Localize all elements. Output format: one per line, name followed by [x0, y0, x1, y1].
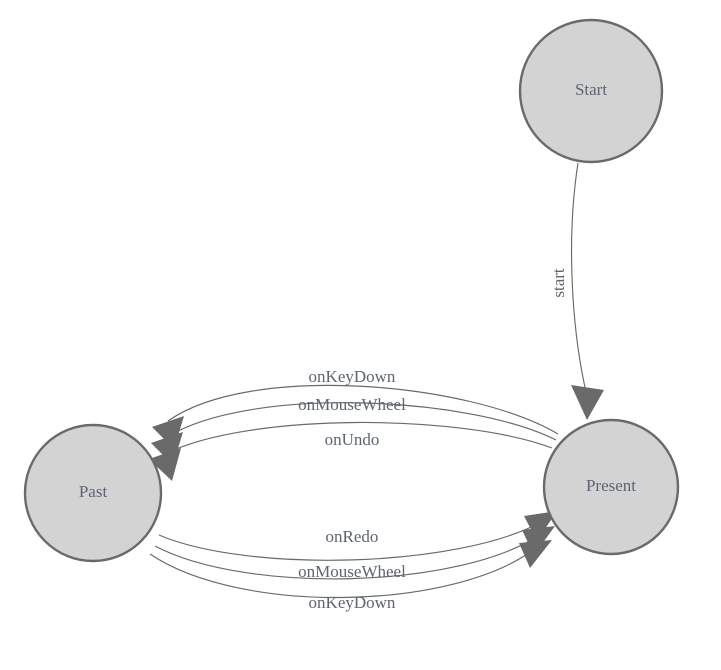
edge-onredo-to-present-path [158, 520, 544, 561]
edge-label-start: start [549, 268, 568, 298]
edge-label-onmousewheel-to-present: onMouseWheel [298, 562, 406, 581]
edge-onundo-to-past-path [164, 421, 553, 455]
edge-label-onkeydown-to-present: onKeyDown [309, 593, 396, 612]
node-start-circle [518, 18, 664, 164]
edge-onundo-to-past-arrowhead [149, 448, 181, 481]
edge-onmousewheel-to-present-arrowhead [522, 526, 555, 555]
edge-start-arrowhead [571, 385, 604, 420]
edge-label-onredo: onRedo [326, 527, 379, 546]
node-past-label: Past [79, 482, 108, 501]
node-past-circle [23, 423, 163, 563]
node-present-circle [542, 418, 680, 556]
node-present-label: Present [586, 476, 636, 495]
edge-onkeydown-to-present-path [149, 546, 538, 599]
edge-onkeydown-to-present[interactable] [149, 540, 552, 599]
edge-onmousewheel-to-past-path [166, 402, 557, 441]
edge-label-onmousewheel-to-past: onMouseWheel [298, 395, 406, 414]
edge-label-onkeydown-to-past: onKeyDown [309, 367, 396, 386]
edge-onmousewheel-to-present[interactable] [154, 526, 555, 580]
edge-onundo-to-past[interactable] [149, 421, 553, 481]
edge-label-onundo: onUndo [325, 430, 380, 449]
edge-onmousewheel-to-present-path [154, 533, 542, 580]
edge-onkeydown-to-past-path [167, 384, 559, 435]
edge-start-path [570, 162, 587, 393]
edge-onkeydown-to-present-arrowhead [519, 540, 552, 568]
node-start[interactable]: Start [518, 18, 664, 164]
edge-onredo-to-present[interactable] [158, 511, 557, 561]
edge-onredo-to-present-arrowhead [524, 511, 557, 541]
node-present[interactable]: Present [542, 418, 680, 556]
node-start-label: Start [575, 80, 607, 99]
edge-start[interactable] [570, 162, 604, 420]
node-past[interactable]: Past [23, 423, 163, 563]
